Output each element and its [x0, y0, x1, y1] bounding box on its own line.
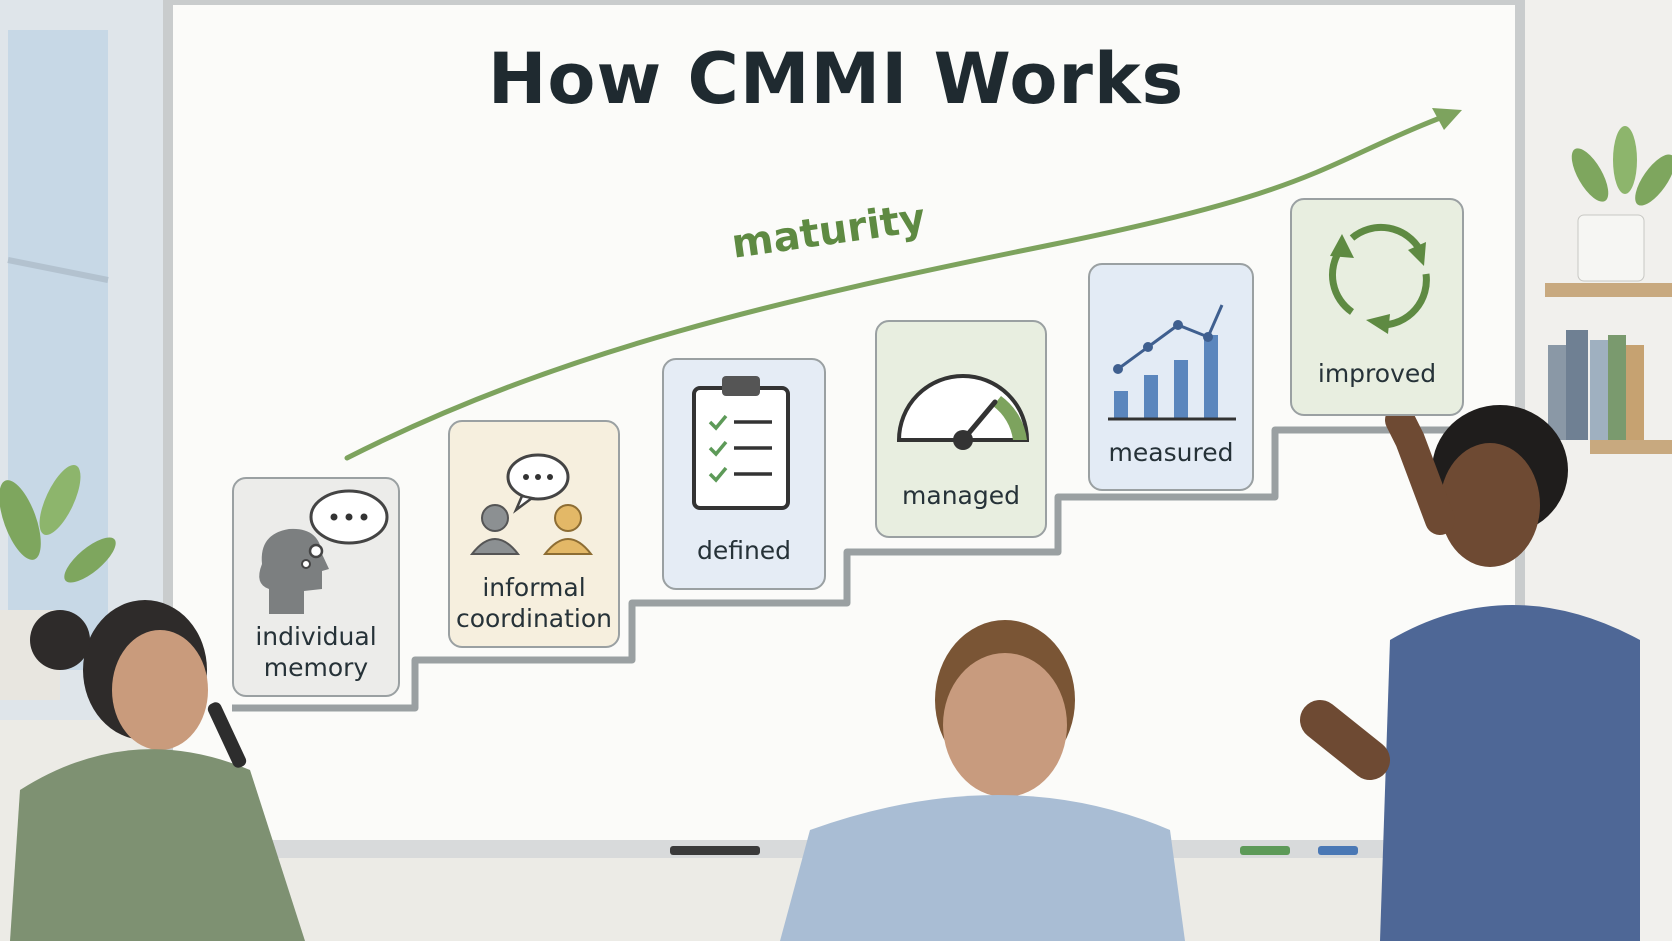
person-center: [780, 620, 1185, 941]
stage-label-text: improved: [1317, 359, 1437, 388]
marker-blue-icon: [1318, 846, 1358, 855]
shelf-top: [1545, 283, 1672, 297]
stage-label: defined: [664, 535, 824, 566]
stage-label: measured: [1090, 437, 1252, 468]
page-title: How CMMI Works: [487, 38, 1185, 120]
marker-black-icon: [670, 846, 760, 855]
person-right: [1300, 405, 1640, 941]
stage-label: informal coordination: [450, 572, 618, 634]
stage-label: individual memory: [234, 621, 398, 683]
gauge-icon: [896, 374, 1030, 450]
stage-label-text: defined: [696, 536, 792, 565]
stage-card-managed: managed: [875, 320, 1047, 538]
person-left: [10, 600, 305, 941]
head-thought-bubble-icon: [259, 489, 389, 614]
stage-label-text: informal coordination: [455, 573, 613, 633]
staircase: [232, 426, 1462, 712]
stage-label: improved: [1292, 358, 1462, 389]
maturity-arrowhead-icon: [1432, 108, 1462, 130]
two-people-chat-icon: [469, 453, 594, 555]
cycle-arrows-icon: [1328, 223, 1430, 334]
plant-right-icon: [1571, 126, 1672, 282]
maturity-arrow: [344, 115, 1443, 461]
stage-card-measured: measured: [1088, 263, 1254, 491]
whiteboard: [163, 0, 1525, 850]
stage-card-informal-coordination: informal coordination: [448, 420, 620, 648]
stage-card-defined: defined: [662, 358, 826, 590]
window-mullion: [7, 257, 109, 283]
stage-label-text: measured: [1108, 438, 1234, 467]
stage-label: managed: [877, 480, 1045, 511]
shelf-bottom: [1590, 440, 1672, 454]
stage-card-individual-memory: individual memory: [232, 477, 400, 697]
books-icon: [1548, 330, 1644, 440]
marker-green-icon: [1240, 846, 1290, 855]
window-glass: [8, 30, 108, 670]
clipboard-checklist-icon: [692, 376, 790, 510]
stage-label-text: managed: [902, 481, 1020, 510]
stage-card-improved: improved: [1290, 198, 1464, 416]
stage-label-text: individual memory: [255, 622, 377, 682]
bar-line-chart-icon: [1108, 304, 1236, 421]
